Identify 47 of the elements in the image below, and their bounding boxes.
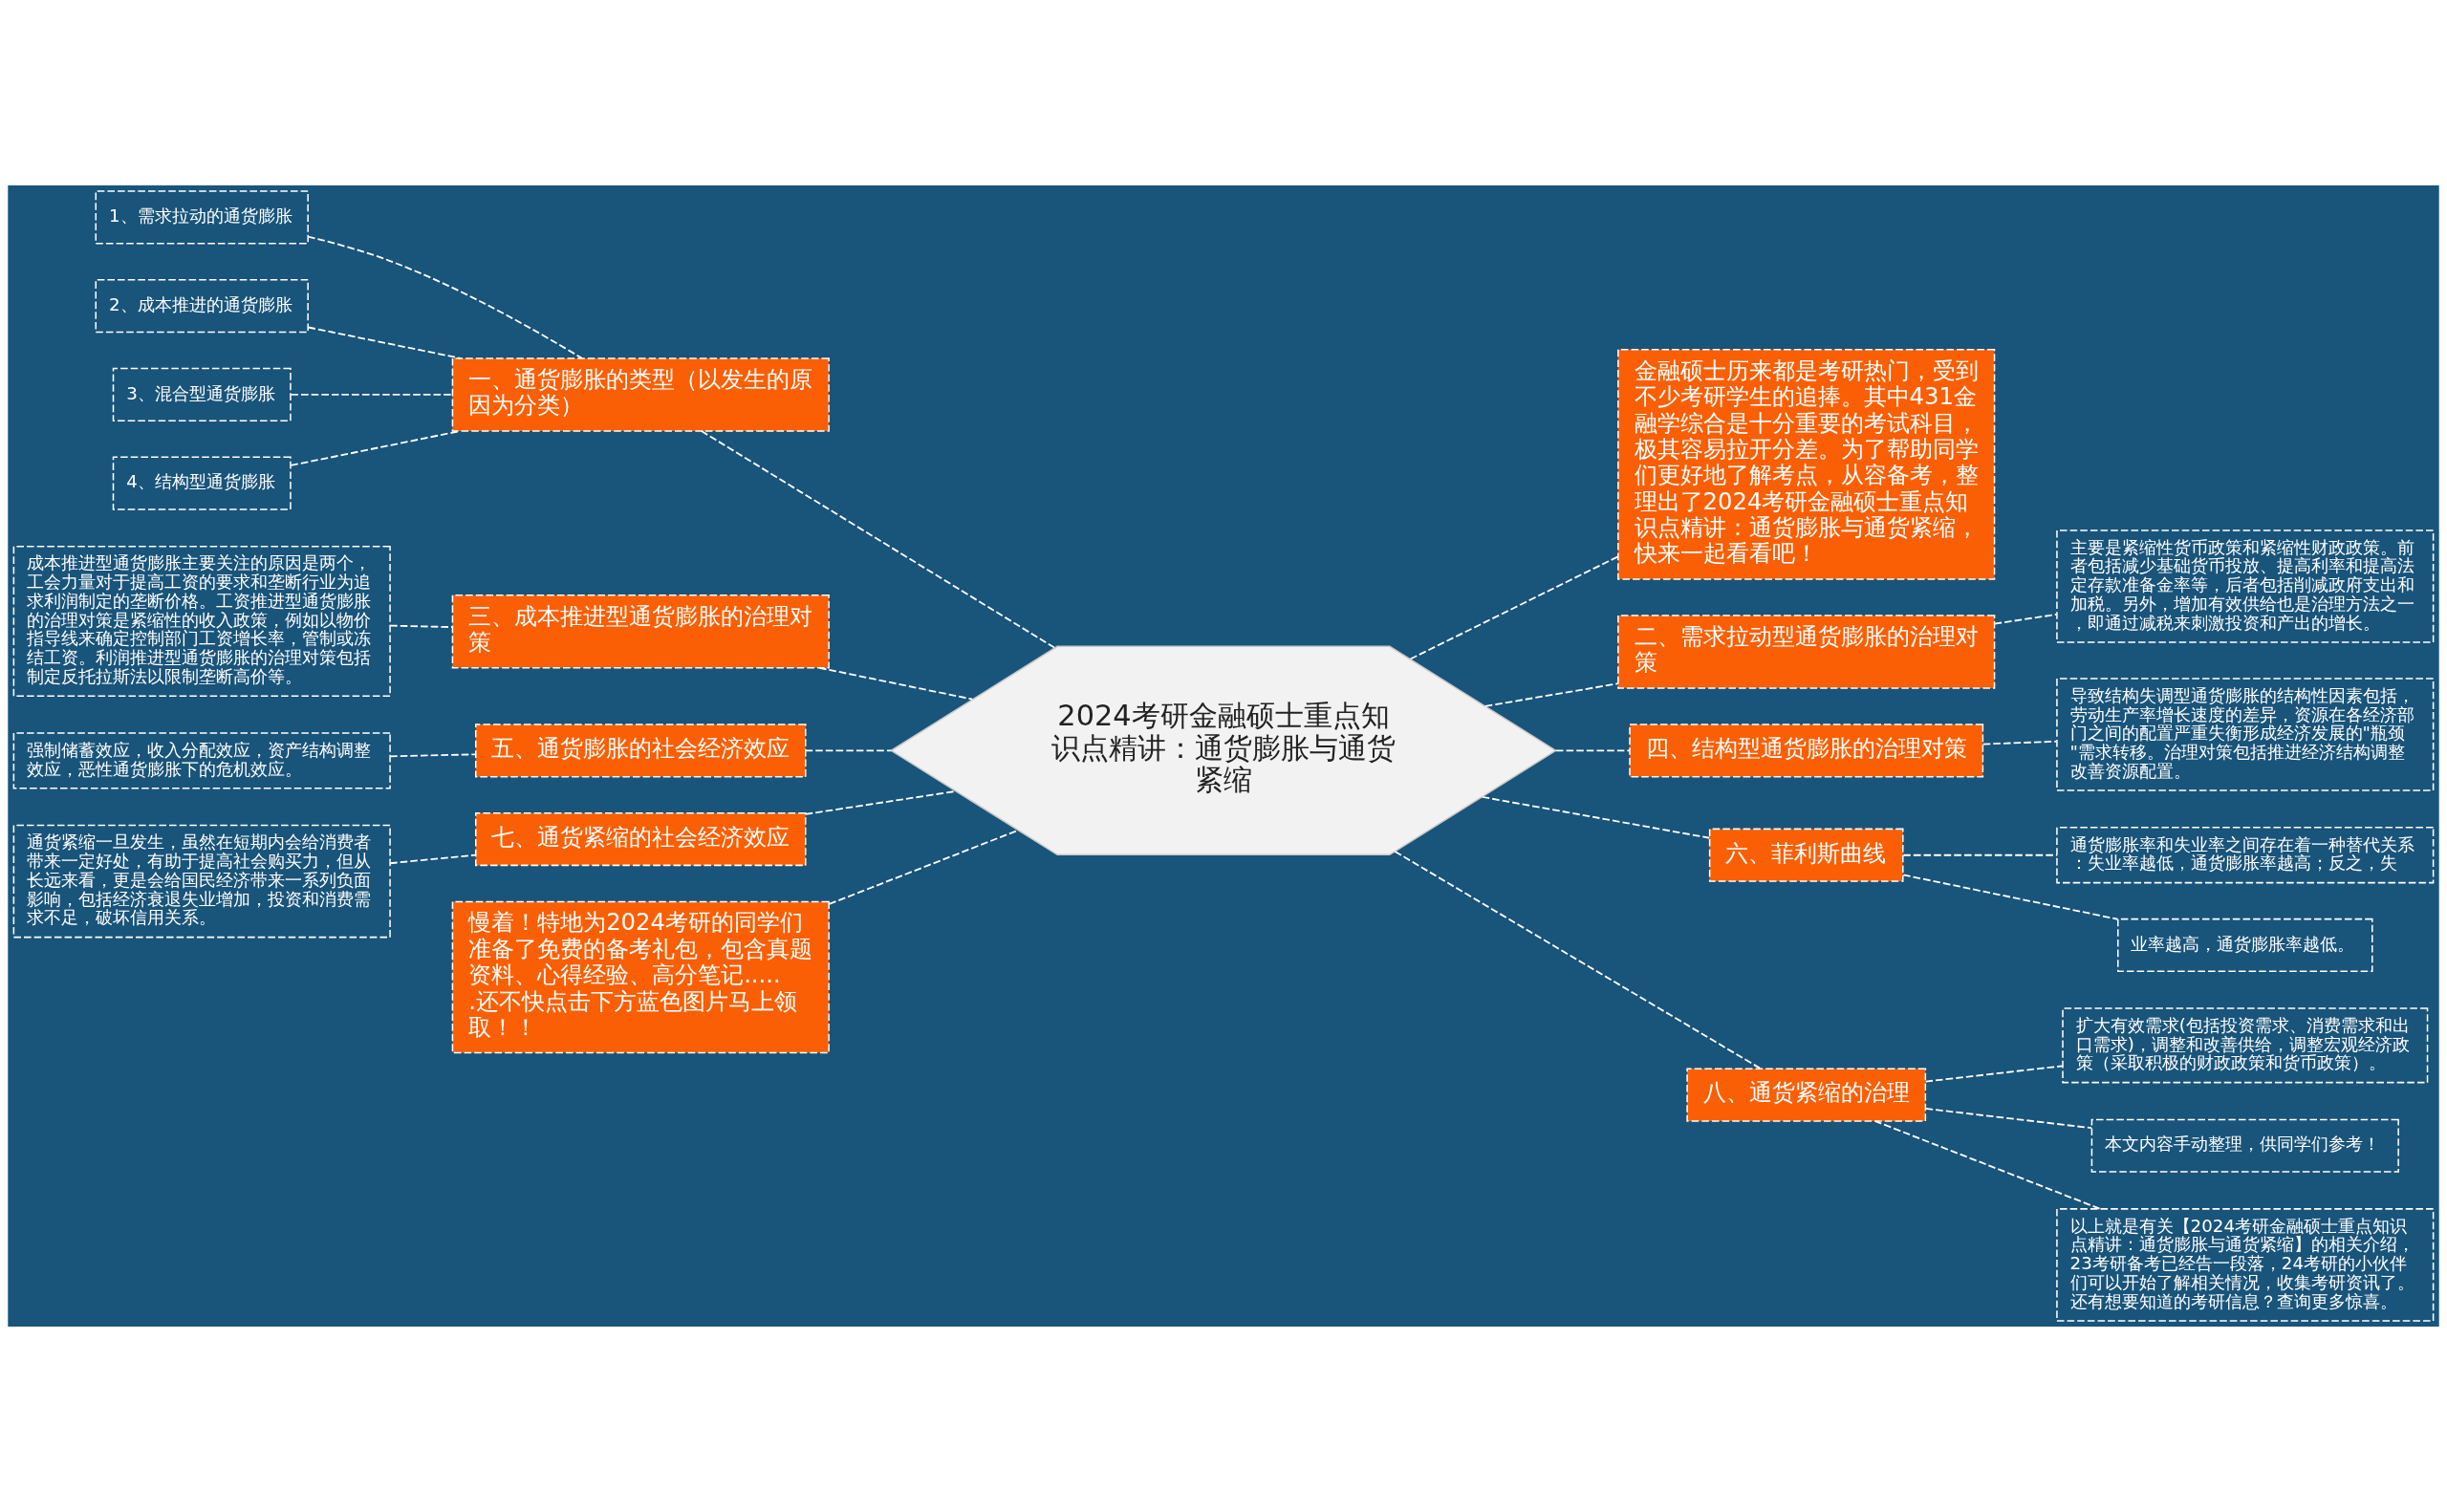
node-box: 通货膨胀率和失业率之间存在着一种替代关系：失业率越低，通货膨胀率越高；反之，失 [2056,827,2435,884]
node-box: 本文内容手动整理，供同学们参考！ [2090,1118,2399,1173]
connector [700,430,1055,649]
node-box: 八、通货紧缩的治理 [1686,1068,1927,1122]
node-box: 四、结构型通货膨胀的治理对策 [1629,724,1984,778]
connector [307,235,583,359]
node-box: 七、通货紧缩的社会经济效应 [475,811,807,867]
node-box: 导致结构失调型通货膨胀的结构性因素包括，劳动生产率增长速度的差异，资源在各经济部门之间的配置严重失衡形成经济发展的"瓶颈"需求转移。治理对策包括推进经济结构调整改善资源配置。 [2056,678,2435,791]
node-box: 慢着！特地为2024考研的同学们准备了免费的备考礼包，包含真题资料、心得经验、高分笔记......还不快点击下方蓝色图片马上领取！！ [451,900,830,1054]
node-box: 强制储蓄效应，收入分配效应，资产结构调整效应，恶性通货膨胀下的危机效应。 [12,732,391,789]
node-box: 主要是紧缩性货币政策和紧缩性财政政策。前者包括减少基础货币投放、提高利率和提高法定存款准备金率等，后者包括削减政府支出和加税。另外，增加有效供给也是治理方法之一，即通过减税来刺激投资和产出的增长。 [2056,529,2435,643]
node-box: 五、通货膨胀的社会经济效应 [475,724,807,778]
node-box: 六、菲利斯曲线 [1708,828,1904,882]
connector [818,666,974,701]
connector [804,749,893,752]
connector [389,753,477,758]
connector [828,829,1019,905]
node-box: 2、成本推进的通货膨胀 [95,279,309,334]
node-box: 三、成本推进型通货膨胀的治理对策 [451,594,830,669]
node-box: 1、需求拉动的通货膨胀 [95,190,309,245]
node-box: 以上就是有关【2024考研金融硕士重点知识点精讲：通货膨胀与通货紧缩】的相关介绍，23考研备考已经告一段落，24考研的小伙伴们可以开始了解相关情况，收集考研资讯了。还有想要知道的考研信息？查询更多惊喜。 [2056,1208,2435,1322]
connector [1902,853,2058,856]
node-box: 3、混合型通货膨胀 [112,367,292,421]
node-box: 一、通货膨胀的类型（以发生的原因为分类） [451,357,830,432]
connector [1981,740,2058,745]
connector [1481,795,1711,839]
connector [290,393,453,396]
connector [1873,1120,2102,1210]
node-box: 业率越高，通货膨胀率越低。 [2117,918,2373,973]
connector [389,853,477,865]
connector [389,624,453,628]
node-box: 4、结构型通货膨胀 [112,456,292,510]
connector [1902,874,2119,920]
connector [1924,1108,2093,1130]
connector [1924,1065,2064,1083]
connector [1483,682,1619,707]
connector [1394,851,1762,1069]
connector [1993,614,2058,625]
node-box: 扩大有效需求(包括投资需求、消费需求和出口需求)，调整和改善供给，调整宏观经济政策（采取积极的财政政策和货币政策）。 [2062,1007,2429,1084]
connector [1554,749,1631,752]
connector [307,326,462,359]
connector [804,790,957,815]
node-box: 二、需求拉动型通货膨胀的治理对策 [1617,615,1996,689]
node-box: 金融硕士历来都是考研热门，受到不少考研学生的追捧。其中431金融学综合是十分重要的考试科目，极其容易拉开分差。为了帮助同学们更好地了解考点，从容备考，整理出了2024考研金融硕士重点知识点精讲：通货膨胀与通货紧缩，快来一起看看吧！ [1617,349,1996,580]
connector [1409,555,1619,660]
node-box: 通货紧缩一旦发生，虽然在短期内会给消费者带来一定好处，有助于提高社会购买力，但从长远来看，更是会给国民经济带来一系列负面影响，包括经济衰退失业增加，投资和消费需求不足，破坏信用关系。 [12,824,391,939]
node-box: 成本推进型通货膨胀主要关注的原因是两个，工会力量对于提高工资的要求和垄断行业为追求利润制定的垄断价格。工资推进型通货膨胀的治理对策是紧缩性的收入政策，例如以物价指导线来确定控制部门工资增长率，管制或冻结工资。利润推进型通货膨胀的治理对策包括制定反托拉斯法以限制垄断高价等。 [12,545,391,698]
